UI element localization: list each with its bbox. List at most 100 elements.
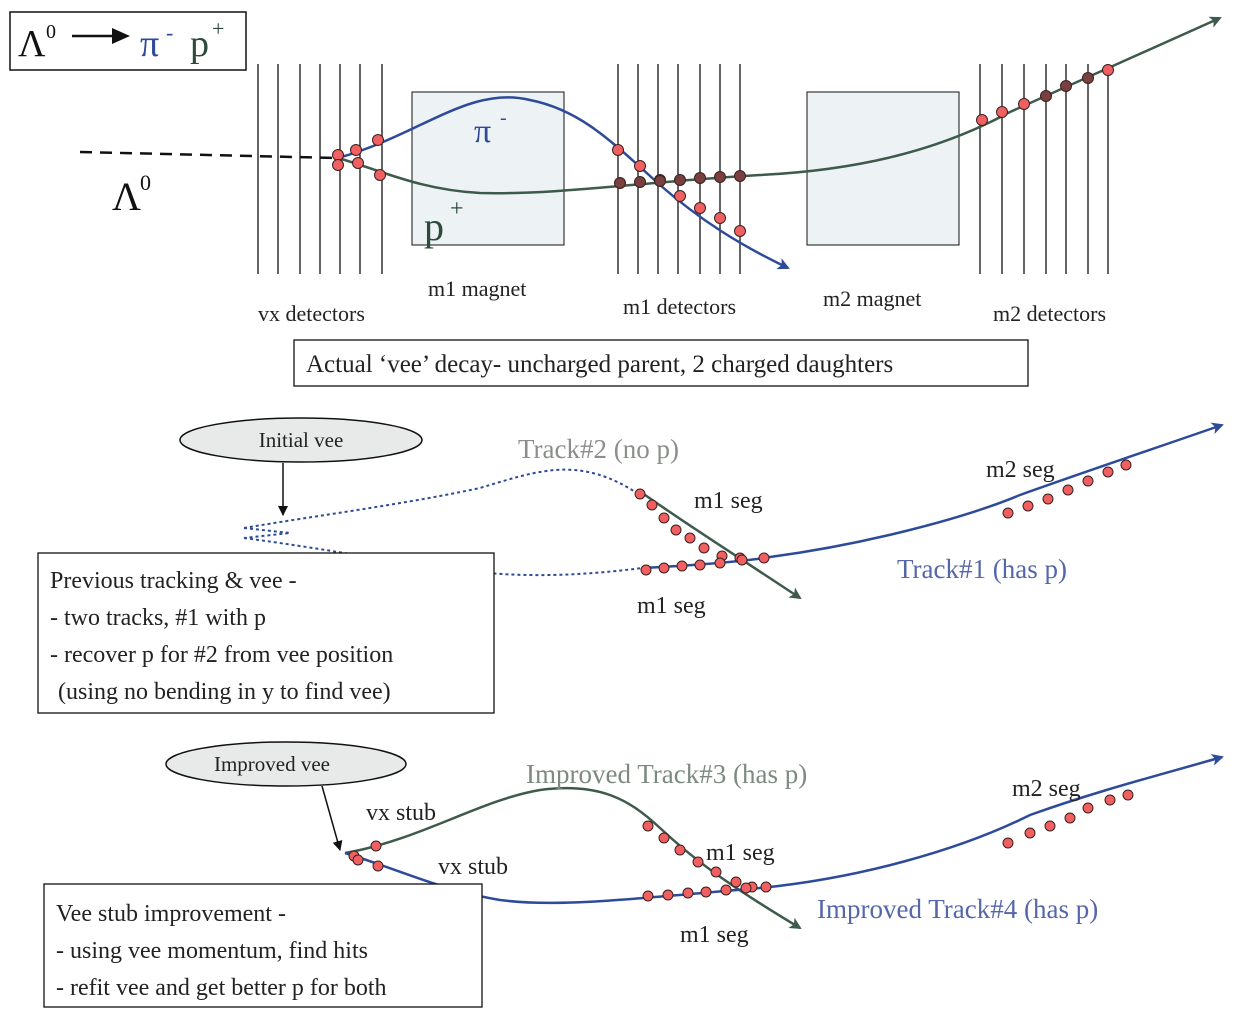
improved-vee-label: Improved vee (214, 752, 330, 776)
hit-marker (654, 175, 666, 187)
hit-marker (1082, 802, 1094, 814)
hit-marker (1040, 90, 1052, 102)
track4-label: Improved Track#4 (has p) (817, 894, 1098, 924)
caption-text: Actual ‘vee’ decay- uncharged parent, 2 … (306, 351, 893, 378)
hit-marker (634, 176, 646, 188)
vx-detector-planes (257, 64, 383, 274)
middle-m2-seg-label: m2 seg (986, 457, 1055, 483)
hit-marker (614, 177, 626, 189)
hit-marker (642, 820, 654, 832)
hit-marker (714, 212, 726, 224)
hit-marker (676, 560, 688, 572)
hit-marker (734, 170, 746, 182)
hit-marker (720, 884, 732, 896)
hit-marker (332, 149, 344, 161)
track1-line (641, 422, 1224, 570)
hit-marker (1102, 466, 1114, 478)
bottom-m1-seg-upper-label: m1 seg (706, 840, 775, 866)
hit-marker (658, 512, 670, 524)
m1-magnet-label: m1 magnet (428, 276, 526, 301)
vee-stub-improvement-box (43, 883, 483, 1008)
hit-marker (646, 499, 658, 511)
hit-marker (714, 171, 726, 183)
top-panel: Λ 0 π - p + Λ 0 π - p + (9, 11, 1222, 387)
previous-box-line-2: - two tracks, #1 with p (50, 605, 266, 631)
middle-m1-seg-lower-label: m1 seg (637, 593, 706, 619)
track2-dotted-upper (243, 468, 641, 529)
track3-label: Improved Track#3 (has p) (526, 759, 807, 789)
hit-marker (658, 832, 670, 844)
hit-marker (700, 886, 712, 898)
hit-marker (1082, 72, 1094, 84)
hit-marker (734, 225, 746, 237)
hit-marker (730, 876, 742, 888)
middle-m1-seg-upper-label: m1 seg (694, 488, 763, 514)
previous-box-line-3: - recover p for #2 from vee position (50, 642, 393, 668)
hit-marker (352, 854, 364, 866)
equation-lambda-sup: 0 (46, 21, 56, 43)
hit-marker (996, 106, 1008, 118)
hit-marker (698, 542, 710, 554)
hit-marker (1062, 484, 1074, 496)
equation-box: Λ 0 π - p + (9, 11, 247, 71)
previous-tracking-box (37, 552, 495, 714)
bottom-m2-seg-label: m2 seg (1012, 776, 1081, 802)
hit-marker (692, 856, 704, 868)
improved-vee-pointer (321, 785, 343, 851)
lambda-incoming-track (79, 150, 337, 160)
hit-marker (1018, 98, 1030, 110)
hit-marker (736, 554, 748, 566)
hit-marker (352, 157, 364, 169)
hit-marker (1024, 827, 1036, 839)
improved-vee-ellipse (165, 741, 407, 787)
hit-marker (370, 840, 382, 852)
track1-label: Track#1 (has p) (897, 554, 1067, 584)
m2-detectors-label: m2 detectors (993, 301, 1106, 326)
hit-marker (694, 559, 706, 571)
hit-marker (1122, 789, 1134, 801)
hit-marker (1044, 820, 1056, 832)
hit-marker (710, 866, 722, 878)
m2-magnet-label: m2 magnet (823, 286, 921, 311)
hit-marker (674, 190, 686, 202)
hit-marker (1064, 812, 1076, 824)
bottom-vx-stub-lower-label: vx stub (438, 854, 508, 880)
bottom-vx-stub-upper-label: vx stub (366, 800, 436, 826)
initial-vee-cross (243, 527, 291, 539)
hit-marker (1002, 837, 1014, 849)
lambda-label-sup: 0 (140, 170, 151, 195)
hit-marker (682, 887, 694, 899)
hit-marker (976, 114, 988, 126)
top-hits (332, 64, 1114, 237)
hit-marker (372, 134, 384, 146)
caption-box (293, 339, 1029, 387)
hit-marker (1060, 80, 1072, 92)
hit-marker (662, 889, 674, 901)
initial-vee-ellipse (179, 417, 423, 463)
hit-marker (1102, 64, 1114, 76)
hit-marker (642, 890, 654, 902)
improvement-box-line-2: - using vee momentum, find hits (56, 938, 368, 964)
equation-lambda: Λ (18, 23, 46, 65)
hit-marker (350, 144, 362, 156)
improvement-box-line-1: Vee stub improvement - (56, 901, 286, 927)
hit-marker (670, 524, 682, 536)
previous-box-line-1: Previous tracking & vee - (50, 568, 297, 594)
hit-marker (1120, 459, 1132, 471)
hit-marker (714, 557, 726, 569)
improvement-box-line-3: - refit vee and get better p for both (56, 975, 387, 1001)
equation-pi-sup: - (166, 20, 173, 45)
hit-marker (1002, 507, 1014, 519)
hit-marker (1082, 475, 1094, 487)
hit-marker (694, 202, 706, 214)
equation-arrow-icon (72, 28, 130, 44)
hit-marker (740, 882, 752, 894)
track2-label: Track#2 (no p) (518, 434, 679, 464)
middle-hits (634, 459, 1132, 576)
hit-marker (758, 552, 770, 564)
hit-marker (658, 562, 670, 574)
initial-vee-label: Initial vee (259, 428, 344, 452)
equation-pi: π (140, 23, 159, 65)
previous-box-line-4: (using no bending in y to find vee) (58, 679, 391, 705)
